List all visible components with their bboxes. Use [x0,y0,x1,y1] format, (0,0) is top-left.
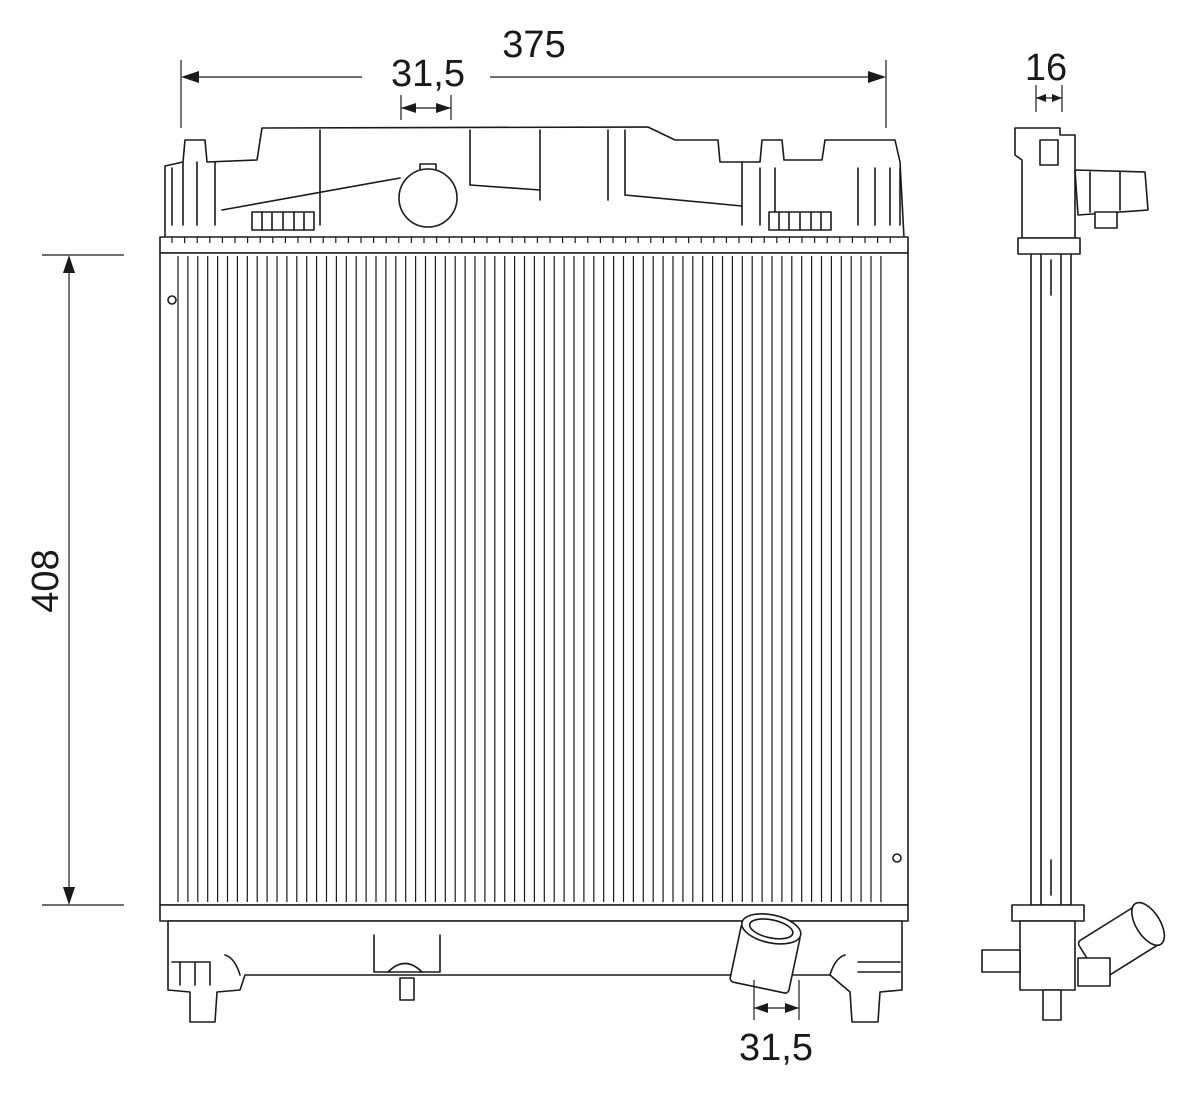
top-tank [159,126,909,254]
side-inlet-pipe [1074,169,1149,216]
overall-width-label: 375 [502,24,565,66]
dimension-core-height: 408 [25,254,124,906]
bottom-tank-outline [167,920,903,1023]
outlet-diameter-label: 31,5 [739,1027,813,1069]
front-view [159,126,909,1023]
depth-label: 16 [1025,47,1067,89]
core-height-label: 408 [25,549,67,612]
top-tank-outline [164,126,905,239]
bottom-tank [159,904,909,1023]
side-bottom-tank [1019,920,1076,991]
drain-plug [387,962,423,973]
dimension-inlet-diameter: 31,5 [391,53,465,120]
outlet-pipe [729,913,802,994]
dimension-overall-width: 375 [180,24,887,128]
side-view [981,127,1166,1021]
inlet-diameter-label: 31,5 [391,53,465,95]
side-core [1030,252,1072,906]
side-top-tank [1014,127,1076,239]
filler-neck [398,168,458,228]
dimension-depth: 16 [1025,47,1067,112]
bottom-header-plate [159,904,909,922]
radiator-core [159,237,909,911]
dimension-outlet-diameter: 31,5 [739,980,813,1069]
core-fins [177,256,882,902]
